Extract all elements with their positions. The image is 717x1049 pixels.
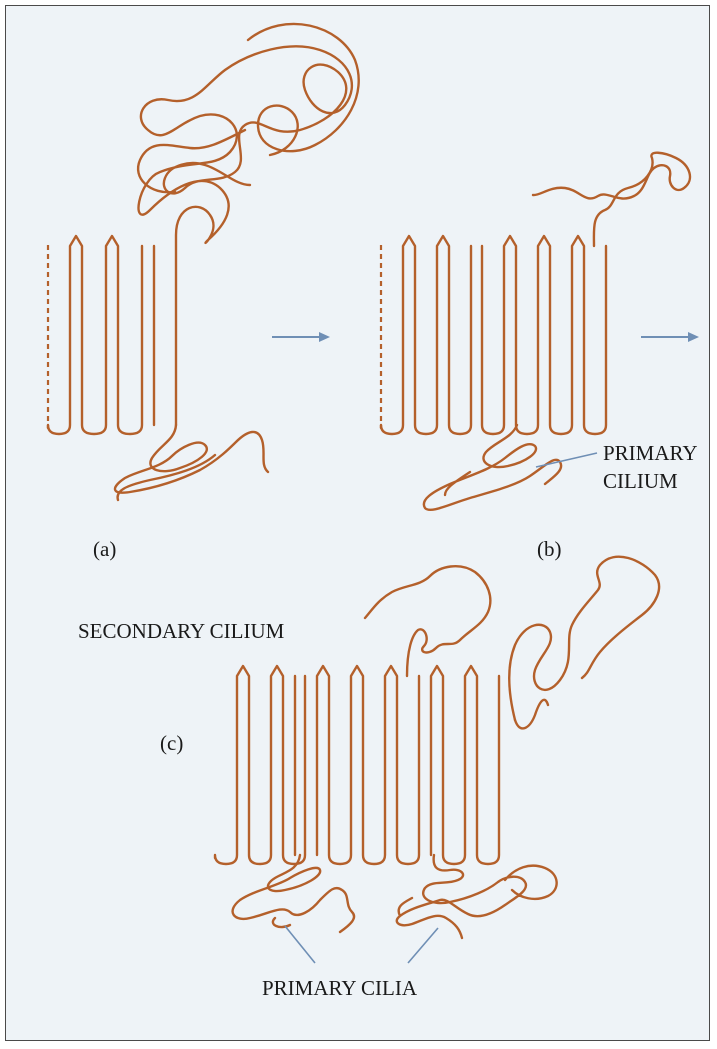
primary-cilia-leader-right: [408, 928, 438, 963]
panel-a-label: (a): [93, 537, 116, 561]
primary-cilium-label: PRIMARY CILIUM: [603, 441, 702, 493]
primary-cilium-label-line-2: CILIUM: [603, 469, 678, 493]
primary-cilium-label-line-1: PRIMARY: [603, 441, 697, 465]
panel-c-folded-chain: [215, 666, 499, 864]
arrow-a-to-b: [272, 332, 330, 342]
panel-c-right-primary: [397, 855, 557, 938]
panel-b-label: (b): [537, 537, 562, 561]
panel-a-upper-tangle: [139, 46, 352, 425]
primary-cilia-label: PRIMARY CILIA: [262, 976, 418, 1000]
secondary-cilium-label: SECONDARY CILIUM: [78, 619, 285, 643]
primary-cilium-leader: [536, 453, 597, 467]
panel-c-secondary-cilium: [365, 566, 490, 676]
panel-a-upper-loop-2: [248, 24, 359, 155]
arrow-b-onward: [641, 332, 699, 342]
panel-b-folded-chain: [381, 236, 606, 434]
panel-b-lower-tangle: [424, 425, 561, 510]
panel-c-secondary-loop: [509, 557, 659, 720]
panel-c-left-primary: [233, 855, 354, 932]
panel-b-upper-chain: [533, 153, 690, 246]
panel-c: [215, 557, 659, 963]
panel-c-label: (c): [160, 731, 183, 755]
primary-cilia-leader-left: [285, 926, 315, 963]
panel-a-folded-chain: [48, 236, 142, 434]
panel-a: [48, 24, 359, 500]
panel-c-side-chain: [515, 700, 548, 729]
